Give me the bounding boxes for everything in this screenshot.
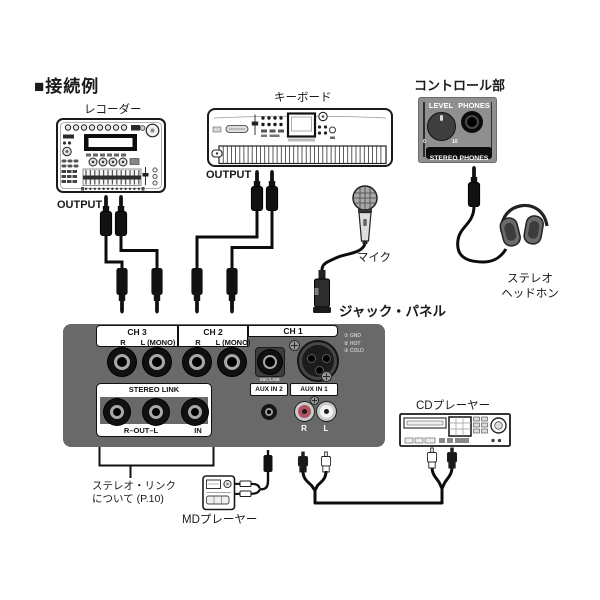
md-player-rca-plugs <box>234 480 261 498</box>
aux-to-cd-cable <box>301 466 454 505</box>
ch2-plate: CH 2 R L (MONO) <box>178 325 250 347</box>
ch2-l-label: L (MONO) <box>215 337 251 347</box>
control-panel-frame-right <box>490 102 492 157</box>
xlr-pin2-hole <box>322 354 331 363</box>
aux-in-1-l-hole <box>323 408 329 414</box>
ch1-plate: CH 1 <box>248 325 338 337</box>
stereo-link-title: STEREO LINK <box>128 385 180 394</box>
keyboard-label: キーボード <box>274 92 332 104</box>
aux-in-1-l-plug <box>320 451 332 473</box>
recorder-illustration <box>55 117 167 195</box>
level-knob-indicator <box>440 115 443 121</box>
recorder-cable-left <box>104 235 124 268</box>
xlr-pin2-label: ② HOT <box>344 340 361 347</box>
ch1-jack-label: MIC/LINE <box>260 377 280 382</box>
aux-in-2-jack[interactable] <box>261 404 277 420</box>
stereo-link-r-jack[interactable] <box>104 399 130 425</box>
level-knob[interactable] <box>427 112 456 141</box>
stereo-link-bracket <box>98 447 215 478</box>
headphones-label-line1: ステレオ <box>507 273 553 285</box>
recorder-output-label: OUTPUT <box>57 199 103 211</box>
stereo-link-in-jack[interactable] <box>182 399 208 425</box>
knob-min-label: 0 <box>423 139 426 145</box>
ch1-jack-flange <box>255 347 285 377</box>
jack-panel: CH 3 R L (MONO) CH 2 R L (MONO) CH 1 MIC… <box>63 324 385 447</box>
cd-player-l-plug <box>426 447 438 469</box>
headphone-plug <box>467 165 481 207</box>
keyboard-cable-left <box>195 210 259 268</box>
page-title: ■接続例 <box>34 77 100 96</box>
stereo-phones-label: STEREO PHONES <box>429 155 489 162</box>
aux-in-1-r-label: R <box>301 424 307 433</box>
ch1-xlr-jack[interactable] <box>297 340 339 382</box>
headphones-label-line2: ヘッドホン <box>501 288 559 300</box>
ch2-title: CH 2 <box>203 327 223 337</box>
ch3-title: CH 3 <box>127 327 147 337</box>
xlr-pin1-hole <box>307 354 316 363</box>
aux-in-2-title: AUX IN 2 <box>255 386 283 393</box>
aux-in-2-plate: AUX IN 2 <box>250 383 288 396</box>
mic-illustration <box>348 184 386 246</box>
recorder-cable-right <box>119 235 159 268</box>
stereo-link-l-jack[interactable] <box>143 399 169 425</box>
aux-in-1-screw-icon <box>310 396 319 405</box>
keyboard-output-plugs <box>250 169 279 211</box>
recorder-label: レコーダー <box>84 104 142 116</box>
md-player-illustration <box>202 475 236 511</box>
aux-in-1-r-plug <box>297 451 309 473</box>
aux-in-1-l-jack[interactable] <box>316 401 336 421</box>
recorder-output-plugs <box>99 194 128 236</box>
cd-player-illustration <box>399 413 511 447</box>
xlr-pin3-hole <box>314 366 324 375</box>
aux-in-1-r-hole <box>301 408 307 414</box>
xlr-pin1-label: ① GND <box>344 333 361 339</box>
panel-input-plugs <box>116 268 238 314</box>
aux-in-1-r-jack[interactable] <box>294 401 314 421</box>
mic-label: マイク <box>356 252 392 264</box>
stereo-phones-bar: STEREO PHONES <box>426 147 492 162</box>
aux-in-2-mini-plug <box>263 450 273 472</box>
keyboard-illustration <box>206 104 394 168</box>
ch3-l-label: L (MONO) <box>140 337 176 347</box>
md-player-label: MDプレーヤー <box>182 514 258 526</box>
knob-max-label: 10 <box>452 139 458 145</box>
jack-panel-title: ジャック・パネル <box>339 304 447 319</box>
aux-in-1-l-label: L <box>323 424 329 433</box>
ch2-r-jack[interactable] <box>183 348 211 376</box>
ch3-l-jack[interactable] <box>143 348 171 376</box>
level-label: LEVEL <box>428 101 454 110</box>
ch3-r-jack[interactable] <box>108 348 136 376</box>
ch1-title: CH 1 <box>283 326 303 336</box>
phones-jack[interactable] <box>461 111 483 133</box>
control-panel: LEVEL PHONES 0 10 STEREO PHONES <box>418 97 497 163</box>
md-player-cable <box>259 472 270 491</box>
ch3-plate: CH 3 R L (MONO) <box>96 325 178 347</box>
headphones-illustration <box>494 186 554 250</box>
keyboard-output-label: OUTPUT <box>206 169 252 181</box>
aux-in-1-title: AUX IN 1 <box>300 386 328 393</box>
mic-xlr-plug <box>313 270 331 313</box>
stereo-link-in-label: IN <box>194 425 202 435</box>
ch2-r-label: R <box>195 337 201 347</box>
cd-player-r-plug <box>446 447 458 469</box>
xlr-screw-top-icon <box>289 340 300 351</box>
aux-in-1-plate: AUX IN 1 <box>290 383 338 396</box>
cd-player-label: CDプレーヤー <box>416 400 491 412</box>
phones-jack-ring <box>465 115 479 129</box>
phones-label: PHONES <box>458 101 490 110</box>
stereo-link-out-label: R–OUT–L <box>123 425 159 435</box>
control-panel-frame-left <box>423 102 425 157</box>
keyboard-cable-right <box>230 210 274 268</box>
ch3-r-label: R <box>120 337 126 347</box>
ch1-mic-line-jack[interactable] <box>258 350 282 374</box>
control-section-title: コントロール部 <box>414 78 506 93</box>
stereo-link-note-line1: ステレオ・リンク <box>92 480 176 492</box>
ch2-l-jack[interactable] <box>218 348 246 376</box>
xlr-screw-bottom-icon <box>321 371 332 382</box>
xlr-pin3-label: ③ COLD <box>344 348 364 354</box>
stereo-link-note-line2: について (P.10) <box>92 493 164 505</box>
